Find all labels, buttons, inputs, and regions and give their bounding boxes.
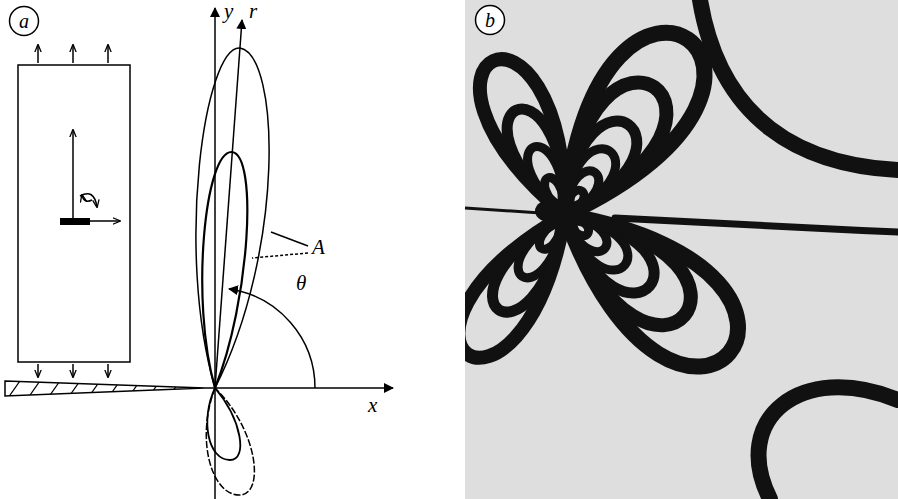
leader-line (271, 232, 308, 246)
inset-curved-arrow (82, 195, 92, 201)
axis-label: y (224, 0, 233, 23)
specimen-box (18, 65, 130, 362)
inset-arrow (90, 220, 120, 222)
leader-line (252, 253, 308, 258)
load-arrow (37, 45, 39, 63)
axis-label: x (368, 394, 377, 417)
inner-upper-lobe (202, 152, 247, 388)
load-arrow (107, 45, 109, 63)
panel-letter-circle: b (474, 4, 506, 36)
outer-lower-lobe (206, 388, 254, 495)
theta-arc (229, 289, 315, 388)
inset-crack (60, 218, 90, 225)
panel-letter: b (485, 10, 495, 30)
load-arrow (107, 364, 109, 377)
panel-letter: a (19, 11, 29, 31)
inner-lower-lobe (207, 388, 240, 460)
load-arrow (72, 364, 74, 377)
angle-label: θ (296, 272, 306, 295)
panel-letter-circle: a (8, 5, 40, 37)
axis-label: r (249, 0, 257, 23)
fringe-photograph (458, 0, 898, 499)
crack-hatching (8, 378, 182, 398)
load-arrow (37, 364, 39, 377)
load-arrow (72, 45, 74, 63)
inset-arrow (72, 130, 74, 218)
inset-curved-arrow (80, 194, 97, 207)
curve-label: A (312, 236, 325, 259)
x-axis (205, 387, 393, 389)
outer-upper-lobe (196, 48, 269, 388)
panel-a-drawing (5, 8, 393, 499)
